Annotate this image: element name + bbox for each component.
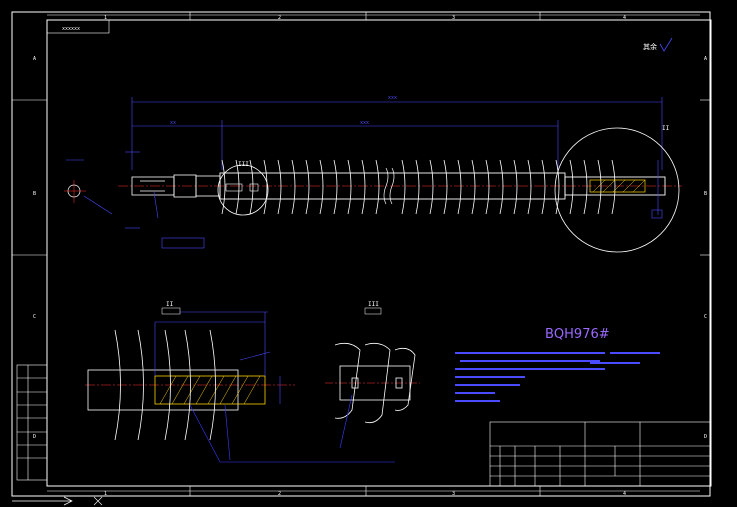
revision-block: [16, 364, 48, 481]
overall-dimensions: [131, 97, 663, 170]
break-mark-2: [389, 167, 395, 205]
projection-arrow-icon: [12, 496, 73, 506]
detail-iii-view: [334, 342, 416, 424]
detail-ii-dimensions: [154, 311, 281, 404]
detail-ii-tube: [87, 369, 239, 411]
zone-left-a: A: [33, 56, 36, 62]
zone-right-c: C: [704, 314, 707, 320]
detail-ii-hatch: [159, 375, 261, 405]
zone-top-1: 1: [104, 15, 107, 21]
surface-finish-icon: [659, 37, 673, 52]
zone-bottom-4: 4: [623, 491, 626, 497]
dimension-left: xx: [170, 120, 176, 126]
detail-ii-title: II: [166, 301, 174, 308]
part-code: BQH976#: [545, 327, 610, 342]
dimension-total: xxx: [388, 95, 397, 101]
outer-border: [11, 11, 711, 497]
crosshair-icon: [93, 496, 103, 506]
zone-left-c: C: [33, 314, 36, 320]
zone-left-d: D: [33, 434, 36, 440]
zone-bottom-3: 3: [452, 491, 455, 497]
surface-finish-note: 其余: [643, 42, 657, 51]
screw-flights: [221, 159, 616, 215]
dimension-right: xxx: [360, 120, 369, 126]
detail-ii-shaft: [154, 375, 266, 405]
detail-circle-ii: [554, 127, 680, 253]
zone-top-4: 4: [623, 15, 626, 21]
title-block: [489, 421, 712, 487]
detail-label-ii: II: [662, 125, 670, 132]
top-left-label: xxxxxx: [62, 26, 80, 32]
top-left-label-box: [46, 19, 110, 34]
inner-frame: [46, 19, 712, 487]
zone-bottom-1: 1: [104, 491, 107, 497]
zone-right-b: B: [704, 191, 707, 197]
zone-top-2: 2: [278, 15, 281, 21]
zone-right-a: A: [704, 56, 707, 62]
detail-iii-title: III: [368, 301, 379, 308]
detail-circle-iii: [217, 164, 269, 216]
zone-ticks-top: [12, 12, 711, 496]
technical-notes: [455, 352, 660, 402]
right-end-hatch: [589, 179, 646, 193]
zone-left-b: B: [33, 191, 36, 197]
zone-bottom-2: 2: [278, 491, 281, 497]
detail-ii-flights: [114, 329, 216, 441]
zone-right-d: D: [704, 434, 707, 440]
break-mark: [383, 167, 389, 205]
zone-top-3: 3: [452, 15, 455, 21]
detail-label-iii: III: [238, 161, 249, 168]
keyway-slot: [225, 183, 243, 192]
